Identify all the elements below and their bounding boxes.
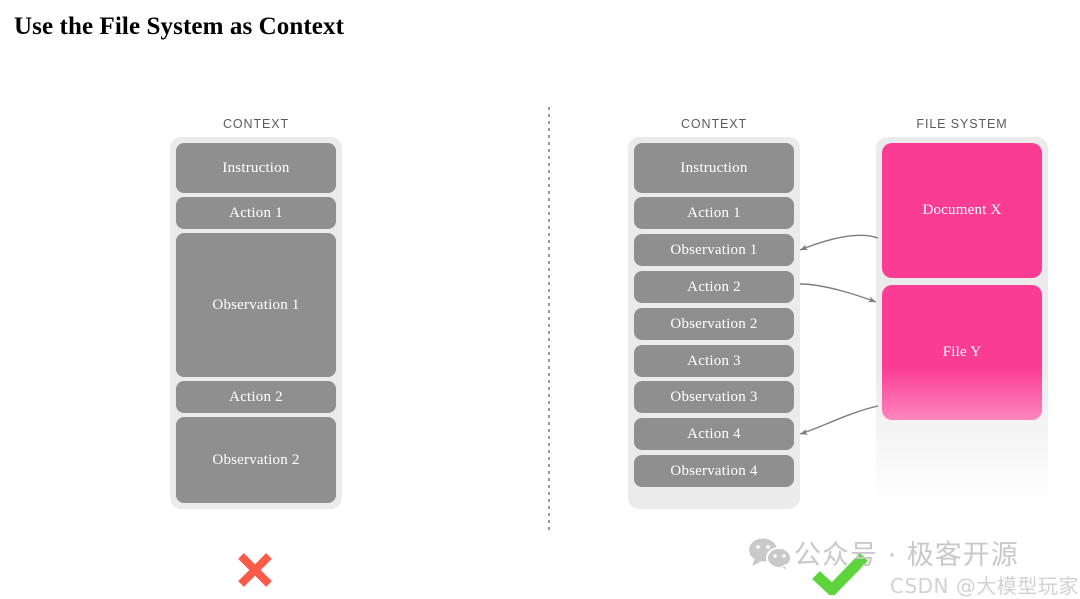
right-block-action-1: Action 1 [634, 197, 794, 229]
file-system-caption: FILE SYSTEM [916, 117, 1008, 131]
file-system-panel: Document X File Y [876, 137, 1048, 509]
right-block-action-4: Action 4 [634, 418, 794, 450]
page-title: Use the File System as Context [14, 13, 345, 40]
right-block-instruction: Instruction [634, 143, 794, 193]
connector-filey-to-action4 [799, 405, 879, 435]
file-block-file-y: File Y [882, 285, 1042, 420]
right-block-observation-3: Observation 3 [634, 381, 794, 413]
watermark-line2: CSDN @大模型玩家 [890, 574, 1079, 598]
connector-documentx-to-observation1 [799, 234, 879, 251]
watermark-line1: 公众号 · 极客开源 [794, 540, 1019, 571]
left-block-instruction: Instruction [176, 143, 336, 193]
right-context-caption: CONTEXT [680, 117, 748, 131]
right-block-action-2: Action 2 [634, 271, 794, 303]
check-icon [812, 553, 868, 595]
left-context-panel: Instruction Action 1 Observation 1 Actio… [170, 137, 342, 509]
left-block-observation-1: Observation 1 [176, 233, 336, 377]
left-block-action-2: Action 2 [176, 381, 336, 413]
right-block-observation-1: Observation 1 [634, 234, 794, 266]
right-block-observation-2: Observation 2 [634, 308, 794, 340]
left-block-observation-2: Observation 2 [176, 417, 336, 503]
file-block-document-x: Document X [882, 143, 1042, 278]
watermark: 公众号 · 极客开源 CSDN @大模型玩家 [748, 533, 1079, 598]
vertical-divider [548, 107, 550, 532]
left-block-action-1: Action 1 [176, 197, 336, 229]
left-context-caption: CONTEXT [222, 117, 290, 131]
right-block-action-3: Action 3 [634, 345, 794, 377]
right-block-observation-4: Observation 4 [634, 455, 794, 487]
wechat-icon [749, 538, 792, 571]
right-context-panel: Instruction Action 1 Observation 1 Actio… [628, 137, 800, 509]
connector-action2-to-filey [799, 283, 877, 303]
cross-icon [238, 553, 272, 587]
